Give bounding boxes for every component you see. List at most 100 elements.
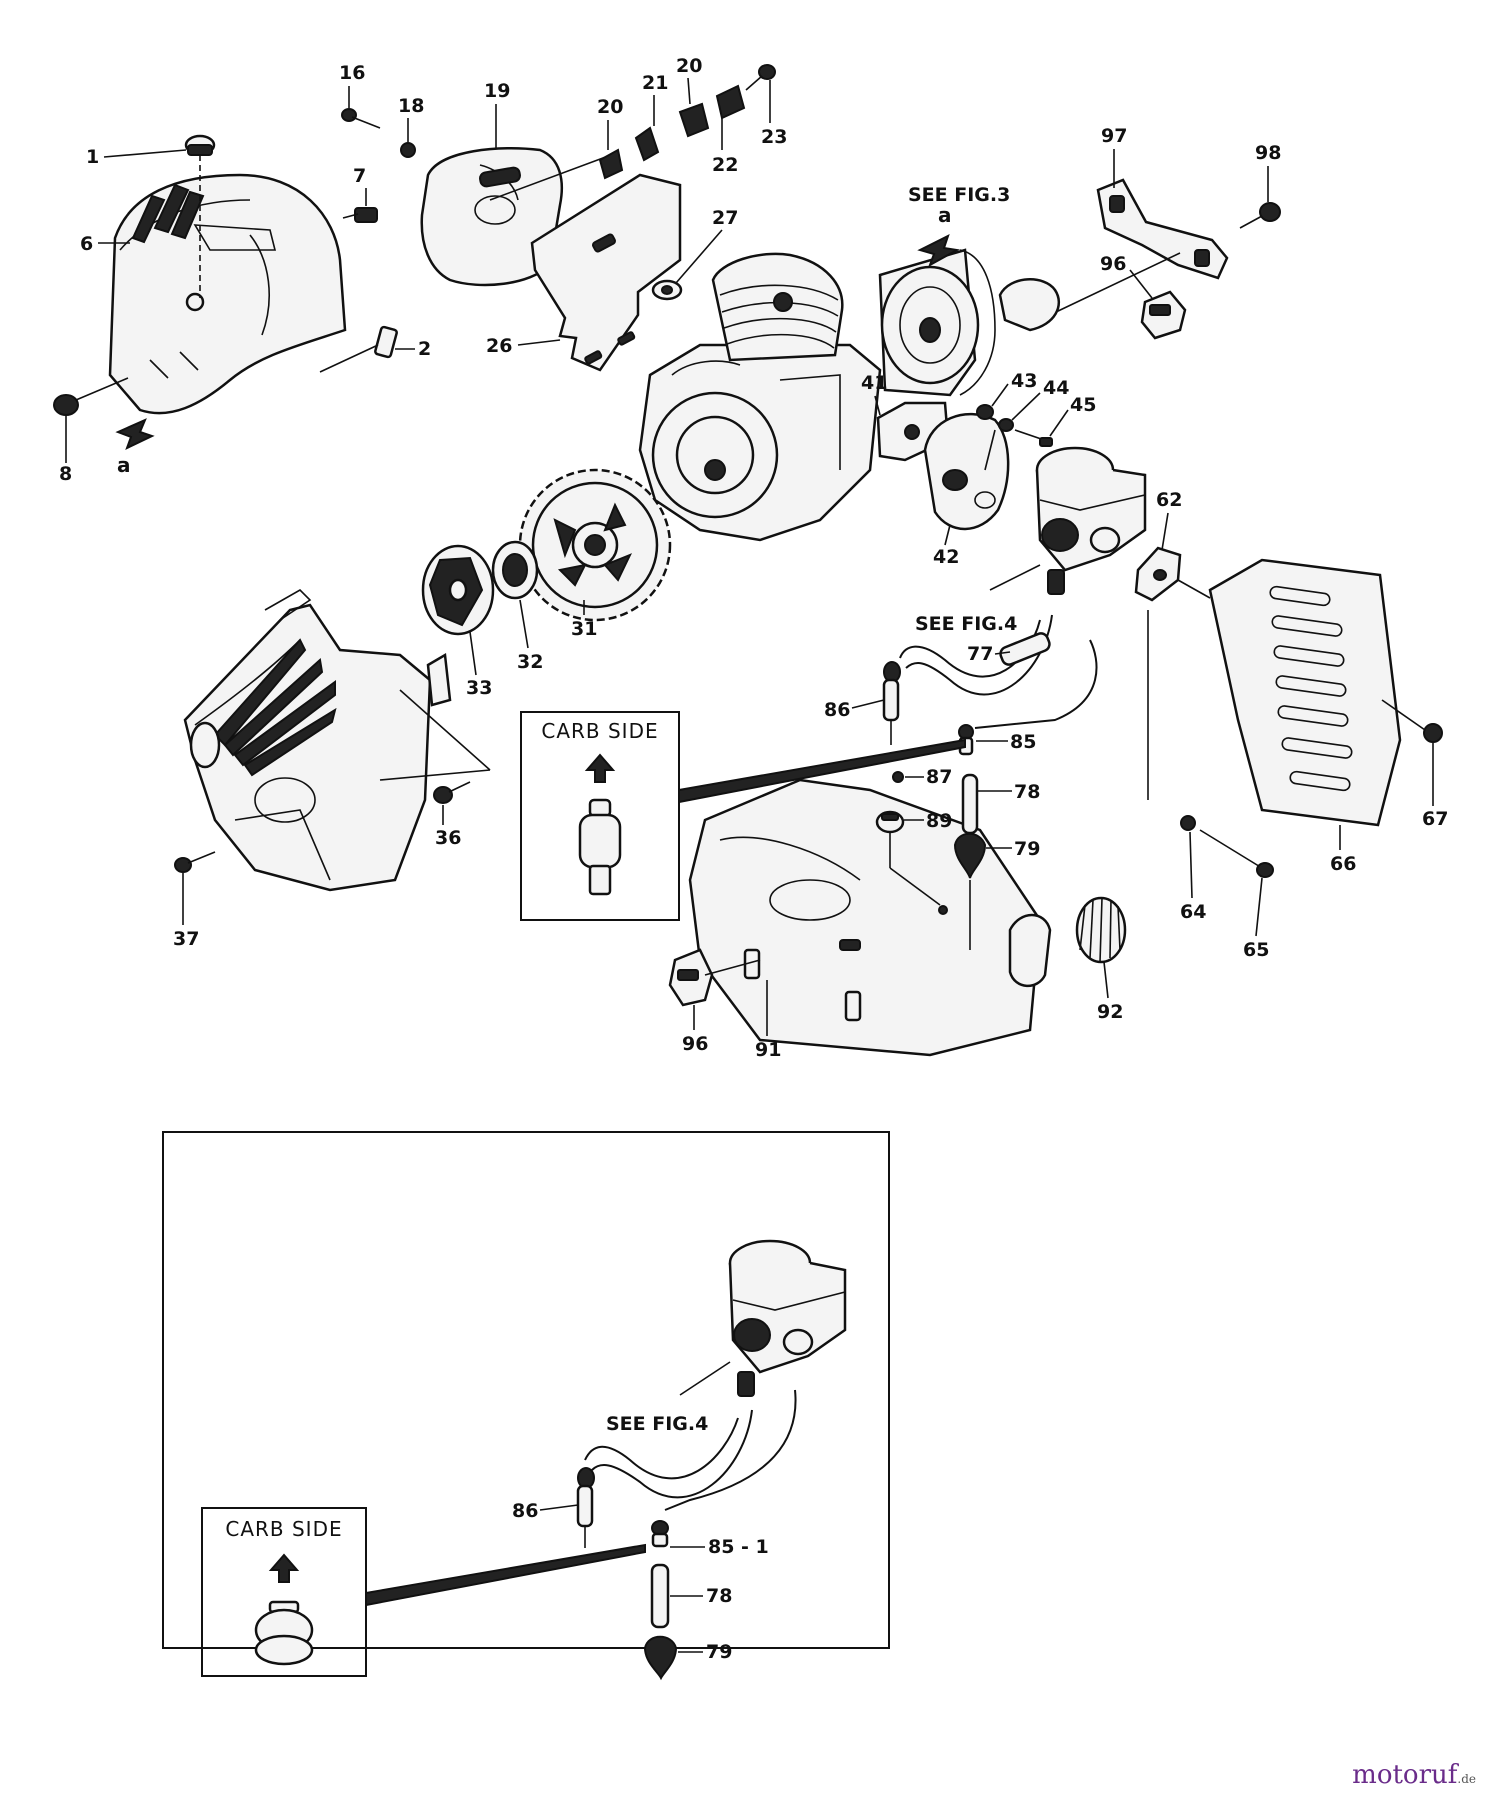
label-43: 43 xyxy=(1011,370,1037,392)
inset-label-85-1: 85 - 1 xyxy=(708,1536,769,1558)
carburetor xyxy=(989,446,1147,595)
label-36: 36 xyxy=(435,827,461,849)
screw-98 xyxy=(1239,202,1281,229)
label-22: 22 xyxy=(712,154,738,176)
fuel-fittings-85-79 xyxy=(875,724,987,950)
gear-31 xyxy=(518,468,672,622)
muffler-slots xyxy=(1269,585,1353,792)
label-41: 41 xyxy=(861,372,887,394)
label-16: 16 xyxy=(339,62,365,84)
label-62: 62 xyxy=(1156,489,1182,511)
label-see-fig3: SEE FIG.3 xyxy=(908,184,1010,206)
fan-blades xyxy=(213,638,337,777)
starter-housing xyxy=(878,248,1061,397)
label-96a: 96 xyxy=(1100,253,1126,275)
bolt-21-clips xyxy=(634,64,776,162)
spacer-62 xyxy=(1134,546,1182,602)
inset-labels: SEE FIG.4 86 85 - 1 78 79 xyxy=(512,1413,769,1663)
bracket-20a xyxy=(598,148,624,180)
label-64: 64 xyxy=(1180,901,1206,923)
label-18: 18 xyxy=(398,95,424,117)
handle-bracket-97 xyxy=(1055,178,1229,313)
label-26: 26 xyxy=(486,335,512,357)
label-37: 37 xyxy=(173,928,199,950)
fuel-tank xyxy=(688,778,1052,1057)
screw-37 xyxy=(174,851,216,873)
inset-label-86: 86 xyxy=(512,1500,538,1522)
label-2: 2 xyxy=(418,338,431,360)
muffler-66 xyxy=(1177,558,1402,827)
carb-side-callout: CARB SIDE xyxy=(520,711,966,921)
label-66: 66 xyxy=(1330,853,1356,875)
label-21: 21 xyxy=(642,72,668,94)
coil-module-42 xyxy=(923,412,1010,531)
label-32: 32 xyxy=(517,651,543,673)
inset-panel: CARB SIDE xyxy=(162,1131,890,1681)
gasket-27 xyxy=(651,279,683,301)
label-20a: 20 xyxy=(597,96,623,118)
label-78: 78 xyxy=(1014,781,1040,803)
label-27: 27 xyxy=(712,207,738,229)
carb-side-title: CARB SIDE xyxy=(541,719,658,743)
watermark-brand: motoruf xyxy=(1352,1760,1458,1790)
inset-carburetor xyxy=(679,1239,847,1397)
direction-arrow-a-left xyxy=(115,418,155,450)
screw-8 xyxy=(53,377,129,416)
inset-label-78: 78 xyxy=(706,1585,732,1607)
clip-2 xyxy=(319,325,398,373)
screw-7 xyxy=(342,207,378,223)
cooling-slots xyxy=(131,183,205,244)
label-23: 23 xyxy=(761,126,787,148)
label-33: 33 xyxy=(466,677,492,699)
clutch-33 xyxy=(421,544,495,636)
label-96b: 96 xyxy=(682,1033,708,1055)
gasket-plate-26 xyxy=(489,154,682,372)
label-86: 86 xyxy=(824,699,850,721)
inset-fuel-lines xyxy=(576,1389,797,1548)
grommet-96b xyxy=(668,948,761,1007)
direction-arrow-a-top xyxy=(917,234,961,268)
label-87: 87 xyxy=(926,766,952,788)
label-a-top: a xyxy=(938,203,952,227)
label-77: 77 xyxy=(967,643,993,665)
watermark-logo: motoruf.de xyxy=(1352,1760,1476,1790)
label-19: 19 xyxy=(484,80,510,102)
label-67: 67 xyxy=(1422,808,1448,830)
cap-nut-1 xyxy=(184,134,216,298)
bearing-32 xyxy=(491,540,539,600)
label-98: 98 xyxy=(1255,142,1281,164)
part-labels: 1 6 7 2 8 a 16 18 19 20 21 20 22 23 27 2… xyxy=(59,55,1448,1061)
fuel-lines xyxy=(882,614,1098,745)
cylinder-fins xyxy=(719,284,839,349)
label-85: 85 xyxy=(1010,731,1036,753)
inset-carb-side-callout: CARB SIDE xyxy=(201,1507,646,1677)
label-8: 8 xyxy=(59,463,72,485)
label-45: 45 xyxy=(1070,394,1096,416)
grommet-96a xyxy=(1140,290,1187,340)
label-6: 6 xyxy=(80,233,93,255)
label-91: 91 xyxy=(755,1039,781,1061)
inset-fittings xyxy=(643,1520,678,1681)
watermark-suffix: .de xyxy=(1457,1772,1476,1786)
label-89: 89 xyxy=(926,810,952,832)
inset-label-see-fig4: SEE FIG.4 xyxy=(606,1413,708,1435)
label-97: 97 xyxy=(1101,125,1127,147)
engine-block xyxy=(638,343,882,542)
cap-ridges xyxy=(1079,897,1121,963)
tank-cap-92 xyxy=(1075,896,1127,964)
label-see-fig4: SEE FIG.4 xyxy=(915,613,1017,635)
washer-18 xyxy=(400,142,416,158)
label-44: 44 xyxy=(1043,377,1069,399)
screw-67 xyxy=(1381,699,1443,743)
label-20b: 20 xyxy=(676,55,702,77)
fan-housing xyxy=(183,589,491,892)
cylinder xyxy=(711,252,844,362)
inset-carb-side-title: CARB SIDE xyxy=(225,1517,342,1541)
label-31: 31 xyxy=(571,618,597,640)
label-7: 7 xyxy=(353,165,366,187)
label-92: 92 xyxy=(1097,1001,1123,1023)
inset-label-79: 79 xyxy=(706,1641,732,1663)
screw-16 xyxy=(341,108,381,129)
label-1: 1 xyxy=(86,146,99,168)
